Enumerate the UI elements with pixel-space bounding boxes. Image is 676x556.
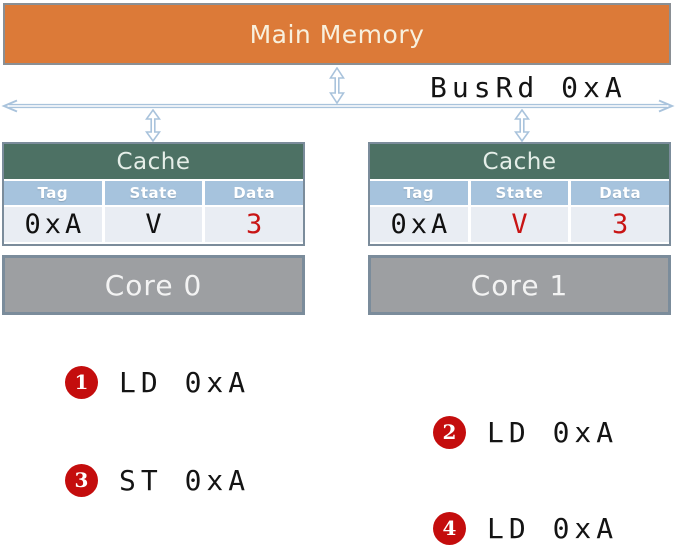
cache-1-cell-state: V [470,207,569,242]
bus-cache1-arrow [514,109,530,142]
bus-line [1,99,675,113]
operation-3-label: ST 0xA [119,463,251,497]
cache-0-cell-tag: 0xA [4,207,102,242]
cache-1-column-header-tag: Tag [370,181,468,205]
cache-1-column-header-data: Data [571,181,669,205]
cache-1-column-header-state: State [470,181,569,205]
cache-0-column-header-state: State [104,181,203,205]
memory-bus-arrow [329,67,345,104]
cache-0-column-header-tag: Tag [4,181,102,205]
main-memory-box: Main Memory [3,3,671,65]
operation-2: 2 LD 0xA [433,415,618,449]
core-0-label: Core 0 [104,268,203,302]
bus-cache0-arrow [145,109,161,142]
operation-3: 3 ST 0xA [65,463,250,497]
cache-1-cell-tag: 0xA [370,207,468,242]
operation-1-label: LD 0xA [119,365,251,399]
main-memory-label: Main Memory [249,19,425,49]
operation-2-number-badge: 2 [433,415,466,449]
cache-1-table: Tag State Data 0xA V 3 [370,181,669,242]
core-1-box: Core 1 [368,255,671,315]
cache-1-title: Cache [370,144,669,179]
operation-1: 1 LD 0xA [65,365,250,399]
cache-0-cell-state: V [104,207,203,242]
operation-4-number-badge: 4 [433,511,466,545]
operation-1-number-badge: 1 [65,365,98,399]
cache-0-column-header-data: Data [205,181,303,205]
core-0-box: Core 0 [2,255,305,315]
operation-4-label: LD 0xA [487,511,619,545]
cache-0-table: Tag State Data 0xA V 3 [4,181,303,242]
bus-transaction-label: BusRd 0xA [430,71,627,104]
cache-1-box: Cache Tag State Data 0xA V 3 [368,142,671,246]
operation-3-number-badge: 3 [65,463,98,497]
cache-0-title: Cache [4,144,303,179]
operation-2-label: LD 0xA [487,415,619,449]
cache-1-cell-data: 3 [571,207,669,242]
operation-4: 4 LD 0xA [433,511,618,545]
cache-0-box: Cache Tag State Data 0xA V 3 [2,142,305,246]
core-1-label: Core 1 [470,268,569,302]
cache-0-cell-data: 3 [205,207,303,242]
